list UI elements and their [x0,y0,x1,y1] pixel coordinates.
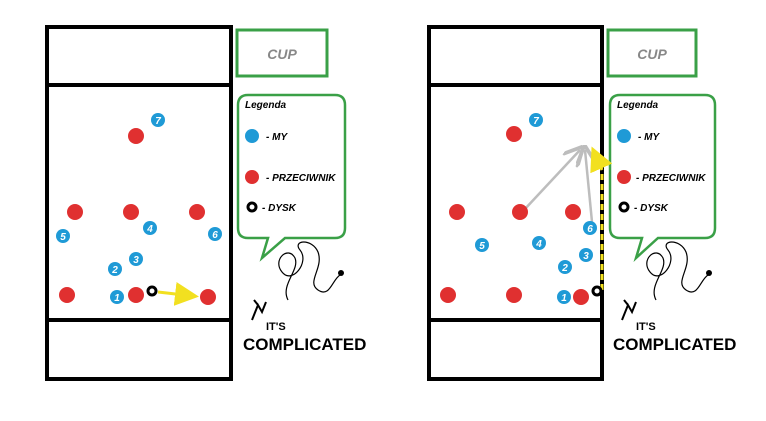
disc-mini-icon [338,270,344,276]
player-marker-1 [557,290,571,304]
player-marker-4 [143,221,157,235]
red-dot-icon [245,170,259,184]
player-marker-3 [129,252,143,266]
throw-lane-arrow [590,146,613,290]
logo-line2: COMPLICATED [613,335,736,354]
field-outline [45,25,233,381]
legend-item-us: - MY [638,132,660,143]
player-marker-3 [579,248,593,262]
legend-item-us: - MY [266,132,288,143]
player-number-7: 7 [533,116,539,127]
blue-dot-icon [245,129,259,143]
player-number-2: 2 [561,263,568,274]
opponent-marker [67,204,83,220]
player-marker-7 [151,113,165,127]
logo: IT'S COMPLICATED [243,241,366,354]
legend-box [608,93,717,262]
field-outline [427,25,604,381]
disc-marker [591,285,603,297]
opponent-marker [449,204,465,220]
player-marker-4 [532,236,546,250]
opponents [440,126,589,305]
logo-line1: IT'S [266,321,286,333]
field [45,25,233,381]
disc-icon [246,201,258,213]
player-marker-5 [475,238,489,252]
player-number-6: 6 [587,224,593,235]
player-marker-2 [558,260,572,274]
player-number-3: 3 [583,251,589,262]
squiggle-icon [278,241,341,301]
player-marker-1 [110,290,124,304]
legend-item-disc: - DYSK [262,203,297,214]
legend-heading: Legenda [617,100,659,111]
opponent-marker [512,204,528,220]
panel-left: CUP Legenda - MY - PRZECIWNIK - DYSK IT'… [45,25,366,381]
cut-arrow [523,150,580,211]
legend-item-opponent: - PRZECIWNIK [636,173,706,184]
legend-box [236,93,347,262]
player-icon [621,299,637,321]
player-number-5: 5 [60,232,66,243]
player-marker-2 [108,262,122,276]
opponent-marker [189,204,205,220]
player-number-3: 3 [133,255,139,266]
opponent-marker [128,128,144,144]
opponent-marker [506,126,522,142]
red-dot-icon [617,170,631,184]
player-marker-6 [583,221,597,235]
opponent-marker [123,204,139,220]
player-icon [251,299,267,321]
logo-line1: IT'S [636,321,656,333]
our-players: 7 5 4 6 3 2 1 [475,113,597,304]
panel-right: CUP Legenda - MY - PRZECIWNIK - DYSK IT'… [427,25,736,381]
opponent-marker [565,204,581,220]
title-text: CUP [267,46,297,62]
opponents [59,128,216,305]
player-number-6: 6 [212,230,218,241]
disc-icon [618,201,630,213]
opponent-marker [128,287,144,303]
opponent-marker [200,289,216,305]
opponent-marker [59,287,75,303]
player-marker-5 [56,229,70,243]
legend-item-opponent: - PRZECIWNIK [266,173,336,184]
blue-dot-icon [617,129,631,143]
disc-mini-icon [706,270,712,276]
player-marker-6 [208,227,222,241]
opponent-marker [506,287,522,303]
logo: IT'S COMPLICATED [613,241,736,354]
legend-item-disc: - DYSK [634,203,669,214]
player-number-1: 1 [561,293,567,304]
title-box [606,28,698,78]
opponent-marker [573,289,589,305]
opponent-marker [440,287,456,303]
player-number-5: 5 [479,241,485,252]
player-number-2: 2 [111,265,118,276]
title-box [235,28,329,78]
disc-marker [146,285,158,297]
squiggle-icon [646,241,709,301]
our-players: 7 5 4 6 3 2 1 [56,113,222,304]
field [427,25,604,381]
cut-arrow [585,150,592,223]
player-number-4: 4 [146,224,153,235]
logo-line2: COMPLICATED [243,335,366,354]
title-text: CUP [637,46,667,62]
player-number-7: 7 [155,116,161,127]
player-number-1: 1 [114,293,120,304]
pass-arrow [157,282,199,306]
player-number-4: 4 [535,239,542,250]
player-marker-7 [529,113,543,127]
legend-heading: Legenda [245,100,287,111]
